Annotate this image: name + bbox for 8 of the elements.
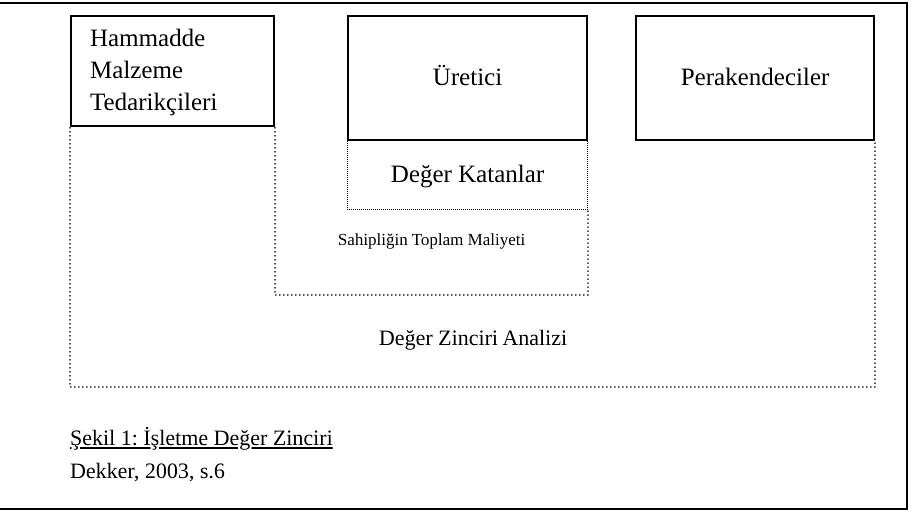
figure-caption: Şekil 1: İşletme Değer Zinciri <box>70 425 333 451</box>
region-label: Değer Zinciri Analizi <box>378 325 568 351</box>
retailer-box: Perakendeciler <box>635 15 875 141</box>
value-adders-box: Değer Katanlar <box>347 140 588 210</box>
producer-box: Üretici <box>347 15 588 141</box>
region-label: Sahipliğin Toplam Maliyeti <box>338 230 526 250</box>
source-note: Dekker, 2003, s.6 <box>70 458 225 484</box>
supplier-box: Hammadde Malzeme Tedarikçileri <box>70 15 275 127</box>
